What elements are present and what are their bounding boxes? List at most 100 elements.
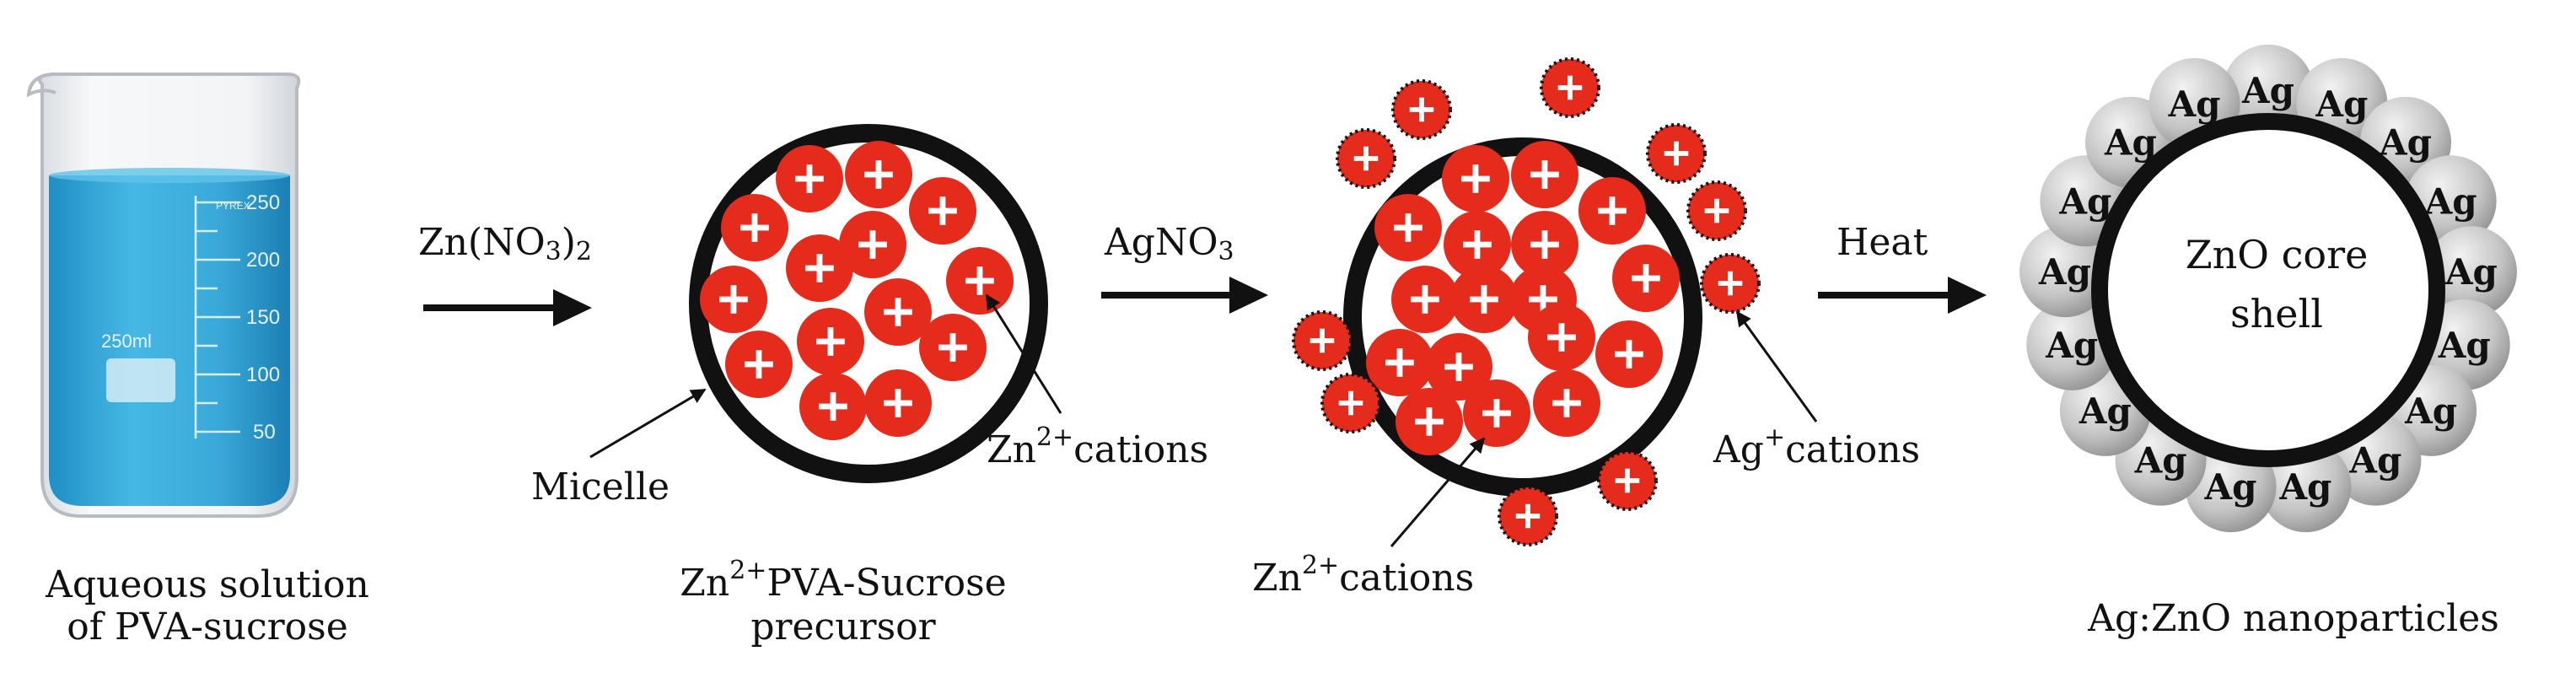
ag-cation xyxy=(1336,128,1396,189)
ag-sphere-label: Ag xyxy=(2079,390,2132,432)
zn-cation xyxy=(839,211,906,278)
zn-cation xyxy=(1442,145,1509,213)
beaker-liquid-surface xyxy=(49,168,290,183)
zn-cation xyxy=(1425,333,1492,401)
step1-arrow xyxy=(423,289,592,326)
scale-150: 150 xyxy=(246,306,280,329)
beaker-caption-line1: Aqueous solution xyxy=(45,563,369,606)
zn-cation xyxy=(1528,304,1595,371)
ag-cation xyxy=(1700,253,1761,314)
precursor-cation-label: Zn2+cations xyxy=(987,422,1208,471)
step2-arrow xyxy=(1101,277,1268,314)
beaker-liquid xyxy=(49,175,290,506)
ag-sphere-label: Ag xyxy=(2444,251,2498,293)
zn-cation xyxy=(909,177,976,245)
ag-sphere-label: Ag xyxy=(2424,180,2477,222)
beaker-label-patch xyxy=(106,358,175,402)
ag-cation-label: Ag+cations xyxy=(1713,422,1920,471)
zn-cation-pointer xyxy=(1390,437,1486,547)
zno-core-label-line1: ZnO core xyxy=(2186,232,2369,277)
ag-sphere-label: Ag xyxy=(2134,440,2187,482)
zn-cation xyxy=(725,331,793,398)
ag-sphere-label: Ag xyxy=(2315,83,2368,125)
ag-sphere: Ag xyxy=(2019,226,2111,318)
ag-cation xyxy=(1391,79,1452,140)
step2-reagent: AgNO3 xyxy=(1104,221,1234,266)
ag-sphere: Ag xyxy=(2425,226,2517,318)
scale-100: 100 xyxy=(246,363,280,386)
zn-cation xyxy=(797,308,864,375)
beaker-spout xyxy=(26,73,56,98)
scale-200: 200 xyxy=(246,249,280,272)
zn-cation xyxy=(1578,177,1646,245)
micelle-label: Micelle xyxy=(531,465,670,508)
ag-sphere-label: Ag xyxy=(2348,440,2401,482)
ag-sphere-label: Ag xyxy=(2104,122,2157,164)
zno-core xyxy=(2091,113,2445,467)
ag-sphere-label: Ag xyxy=(2241,70,2294,111)
doped-inner-cations xyxy=(1366,141,1680,455)
micelle-pointer xyxy=(589,388,707,459)
zn-cation-label: Zn2+cations xyxy=(1252,551,1474,600)
ag-sphere-label: Ag xyxy=(2058,180,2111,222)
zn-cation xyxy=(845,141,912,208)
ag-sphere-label: Ag xyxy=(2204,466,2257,508)
beaker-volume-label: 250ml xyxy=(101,331,152,352)
doped-micelle xyxy=(1292,57,1761,546)
beaker: 250ml PYREX 250 200 150 100 50 xyxy=(26,73,301,518)
ag-cation xyxy=(1540,57,1600,118)
zn-cation xyxy=(1374,194,1442,261)
zn-cation xyxy=(864,278,932,346)
zn-cation xyxy=(1366,329,1433,396)
zno-core-label-line2: shell xyxy=(2230,291,2323,336)
ag-cation xyxy=(1498,486,1558,546)
ag-cation xyxy=(1686,180,1747,241)
zn-cation xyxy=(700,266,767,333)
precursor-micelle xyxy=(689,124,1048,483)
ag-cation-pointer xyxy=(1735,310,1818,422)
zn-cation xyxy=(1463,379,1530,447)
zn-cation xyxy=(864,369,932,437)
ag-cation xyxy=(1292,310,1353,371)
precursor-cation-pointer xyxy=(985,293,1062,414)
ag-cation xyxy=(1320,373,1381,433)
zn-cation xyxy=(1450,266,1518,333)
scale-50: 50 xyxy=(253,421,276,444)
zn-cation xyxy=(799,373,867,440)
zn-cation xyxy=(1612,245,1680,312)
scale-250: 250 xyxy=(246,191,280,214)
zn-cation xyxy=(721,194,788,261)
precursor-caption-line1: Zn2+PVA-Sucrose xyxy=(680,556,1006,605)
zn-cation xyxy=(919,314,987,381)
ag-sphere-label: Ag xyxy=(2404,390,2457,432)
zn-cation xyxy=(1396,388,1463,455)
precursor-cations xyxy=(700,141,1014,440)
ag-sphere: Ag xyxy=(2223,44,2314,136)
step1-reagent: Zn(NO3)2 xyxy=(418,221,592,266)
ag-sphere-label: Ag xyxy=(2045,325,2098,366)
nanoparticle-caption: Ag:ZnO nanoparticles xyxy=(2087,597,2499,640)
ag-sphere-label: Ag xyxy=(2168,83,2221,125)
ag-sphere-label: Ag xyxy=(2379,122,2432,164)
zn-cation xyxy=(1511,211,1578,278)
ag-cation xyxy=(1646,123,1707,184)
zn-cation xyxy=(946,247,1014,315)
zn-cation xyxy=(1533,369,1600,437)
ag-cation xyxy=(1597,450,1658,511)
ag-cations xyxy=(1292,57,1761,546)
zn-cation xyxy=(1511,141,1578,208)
precursor-caption-line2: precursor xyxy=(750,605,936,648)
zn-cation xyxy=(776,145,843,213)
zn-cation xyxy=(786,234,853,302)
zn-cation xyxy=(1595,320,1663,388)
zn-cation xyxy=(1444,211,1511,278)
beaker-scale-numbers: 250 200 150 100 50 xyxy=(246,191,280,444)
beaker-graduations xyxy=(194,196,240,439)
ag-sphere-label: Ag xyxy=(2038,251,2091,293)
step3-arrow xyxy=(1818,277,1987,314)
ag-sphere-label: Ag xyxy=(2438,325,2491,366)
beaker-caption-line2: of PVA-sucrose xyxy=(67,605,348,648)
zn-cation xyxy=(1391,266,1459,333)
